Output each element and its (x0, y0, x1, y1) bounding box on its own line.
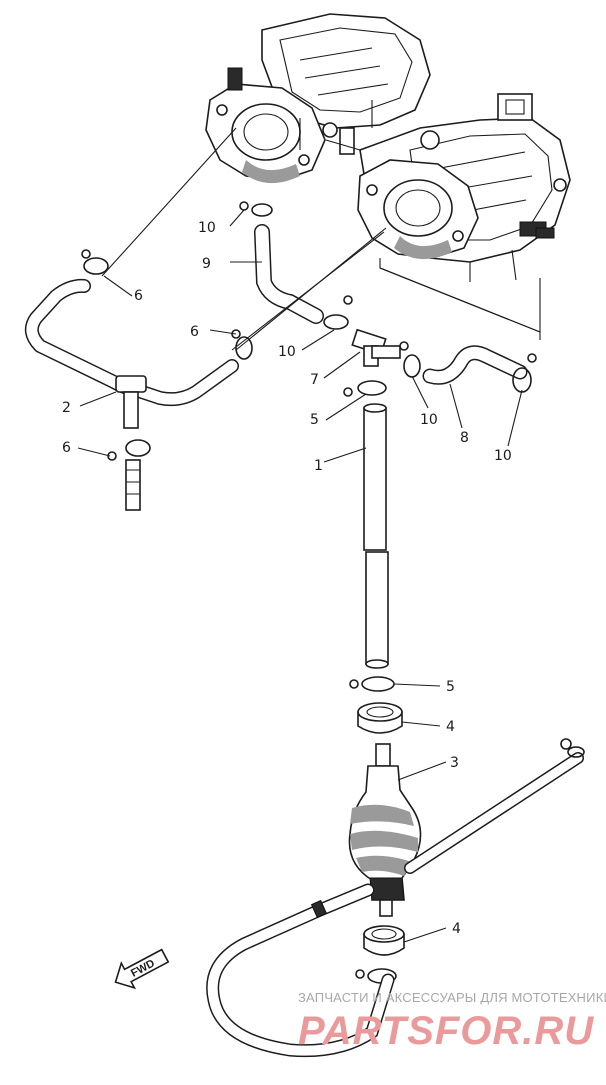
callout-8: 8 (460, 430, 469, 446)
watermark-tagline: ЗАПЧАСТИ И АКСЕССУАРЫ ДЛЯ МОТОТЕХНИКИ (298, 990, 606, 1005)
clip-6-left-top (81, 249, 109, 275)
clip-5-lower (349, 676, 395, 692)
callout-labels: 10 9 6 6 10 7 2 5 10 8 6 10 1 5 4 3 4 (62, 220, 512, 937)
clip-5-upper (343, 380, 387, 397)
ring-4-lower (363, 925, 405, 956)
carburetor-assembly (205, 13, 571, 340)
clip-6-mid (231, 329, 253, 360)
fwd-arrow: FWD (114, 948, 170, 990)
callout-2: 2 (62, 400, 71, 416)
tee-joint-7 (351, 328, 401, 367)
callout-6-mid: 6 (190, 324, 199, 340)
fuel-line (206, 738, 585, 1058)
callout-6-lower: 6 (62, 440, 71, 456)
watermark-logo-text: PARTSFOR.RU (298, 1009, 594, 1053)
clip-10-upper (239, 201, 273, 217)
callout-4-lower: 4 (452, 921, 461, 937)
callout-10-right: 10 (420, 412, 438, 428)
watermark: ЗАПЧАСТИ И АКСЕССУАРЫ ДЛЯ МОТОТЕХНИКИ PA… (298, 990, 606, 1053)
clip-10-mid (323, 295, 353, 330)
callout-7: 7 (310, 372, 319, 388)
callout-4-upper: 4 (446, 719, 455, 735)
callout-5-lower: 5 (446, 679, 455, 695)
clip-10-right-a (399, 341, 421, 378)
hose-8 (422, 345, 528, 385)
callout-10-lower-right: 10 (494, 448, 512, 464)
leader-lines (77, 127, 523, 943)
callout-10-mid: 10 (278, 344, 296, 360)
callout-3: 3 (450, 755, 459, 771)
callout-6-left-top: 6 (134, 288, 143, 304)
callout-1: 1 (314, 458, 323, 474)
hose-1 (363, 403, 389, 669)
hose-2-assembly (24, 278, 239, 511)
callout-5-upper: 5 (310, 412, 319, 428)
hose-9 (254, 224, 324, 324)
callout-9: 9 (202, 256, 211, 272)
ring-4-upper (357, 702, 403, 734)
fwd-label: FWD (129, 957, 157, 979)
clip-6-lower (107, 439, 151, 461)
callout-10-upper: 10 (198, 220, 216, 236)
